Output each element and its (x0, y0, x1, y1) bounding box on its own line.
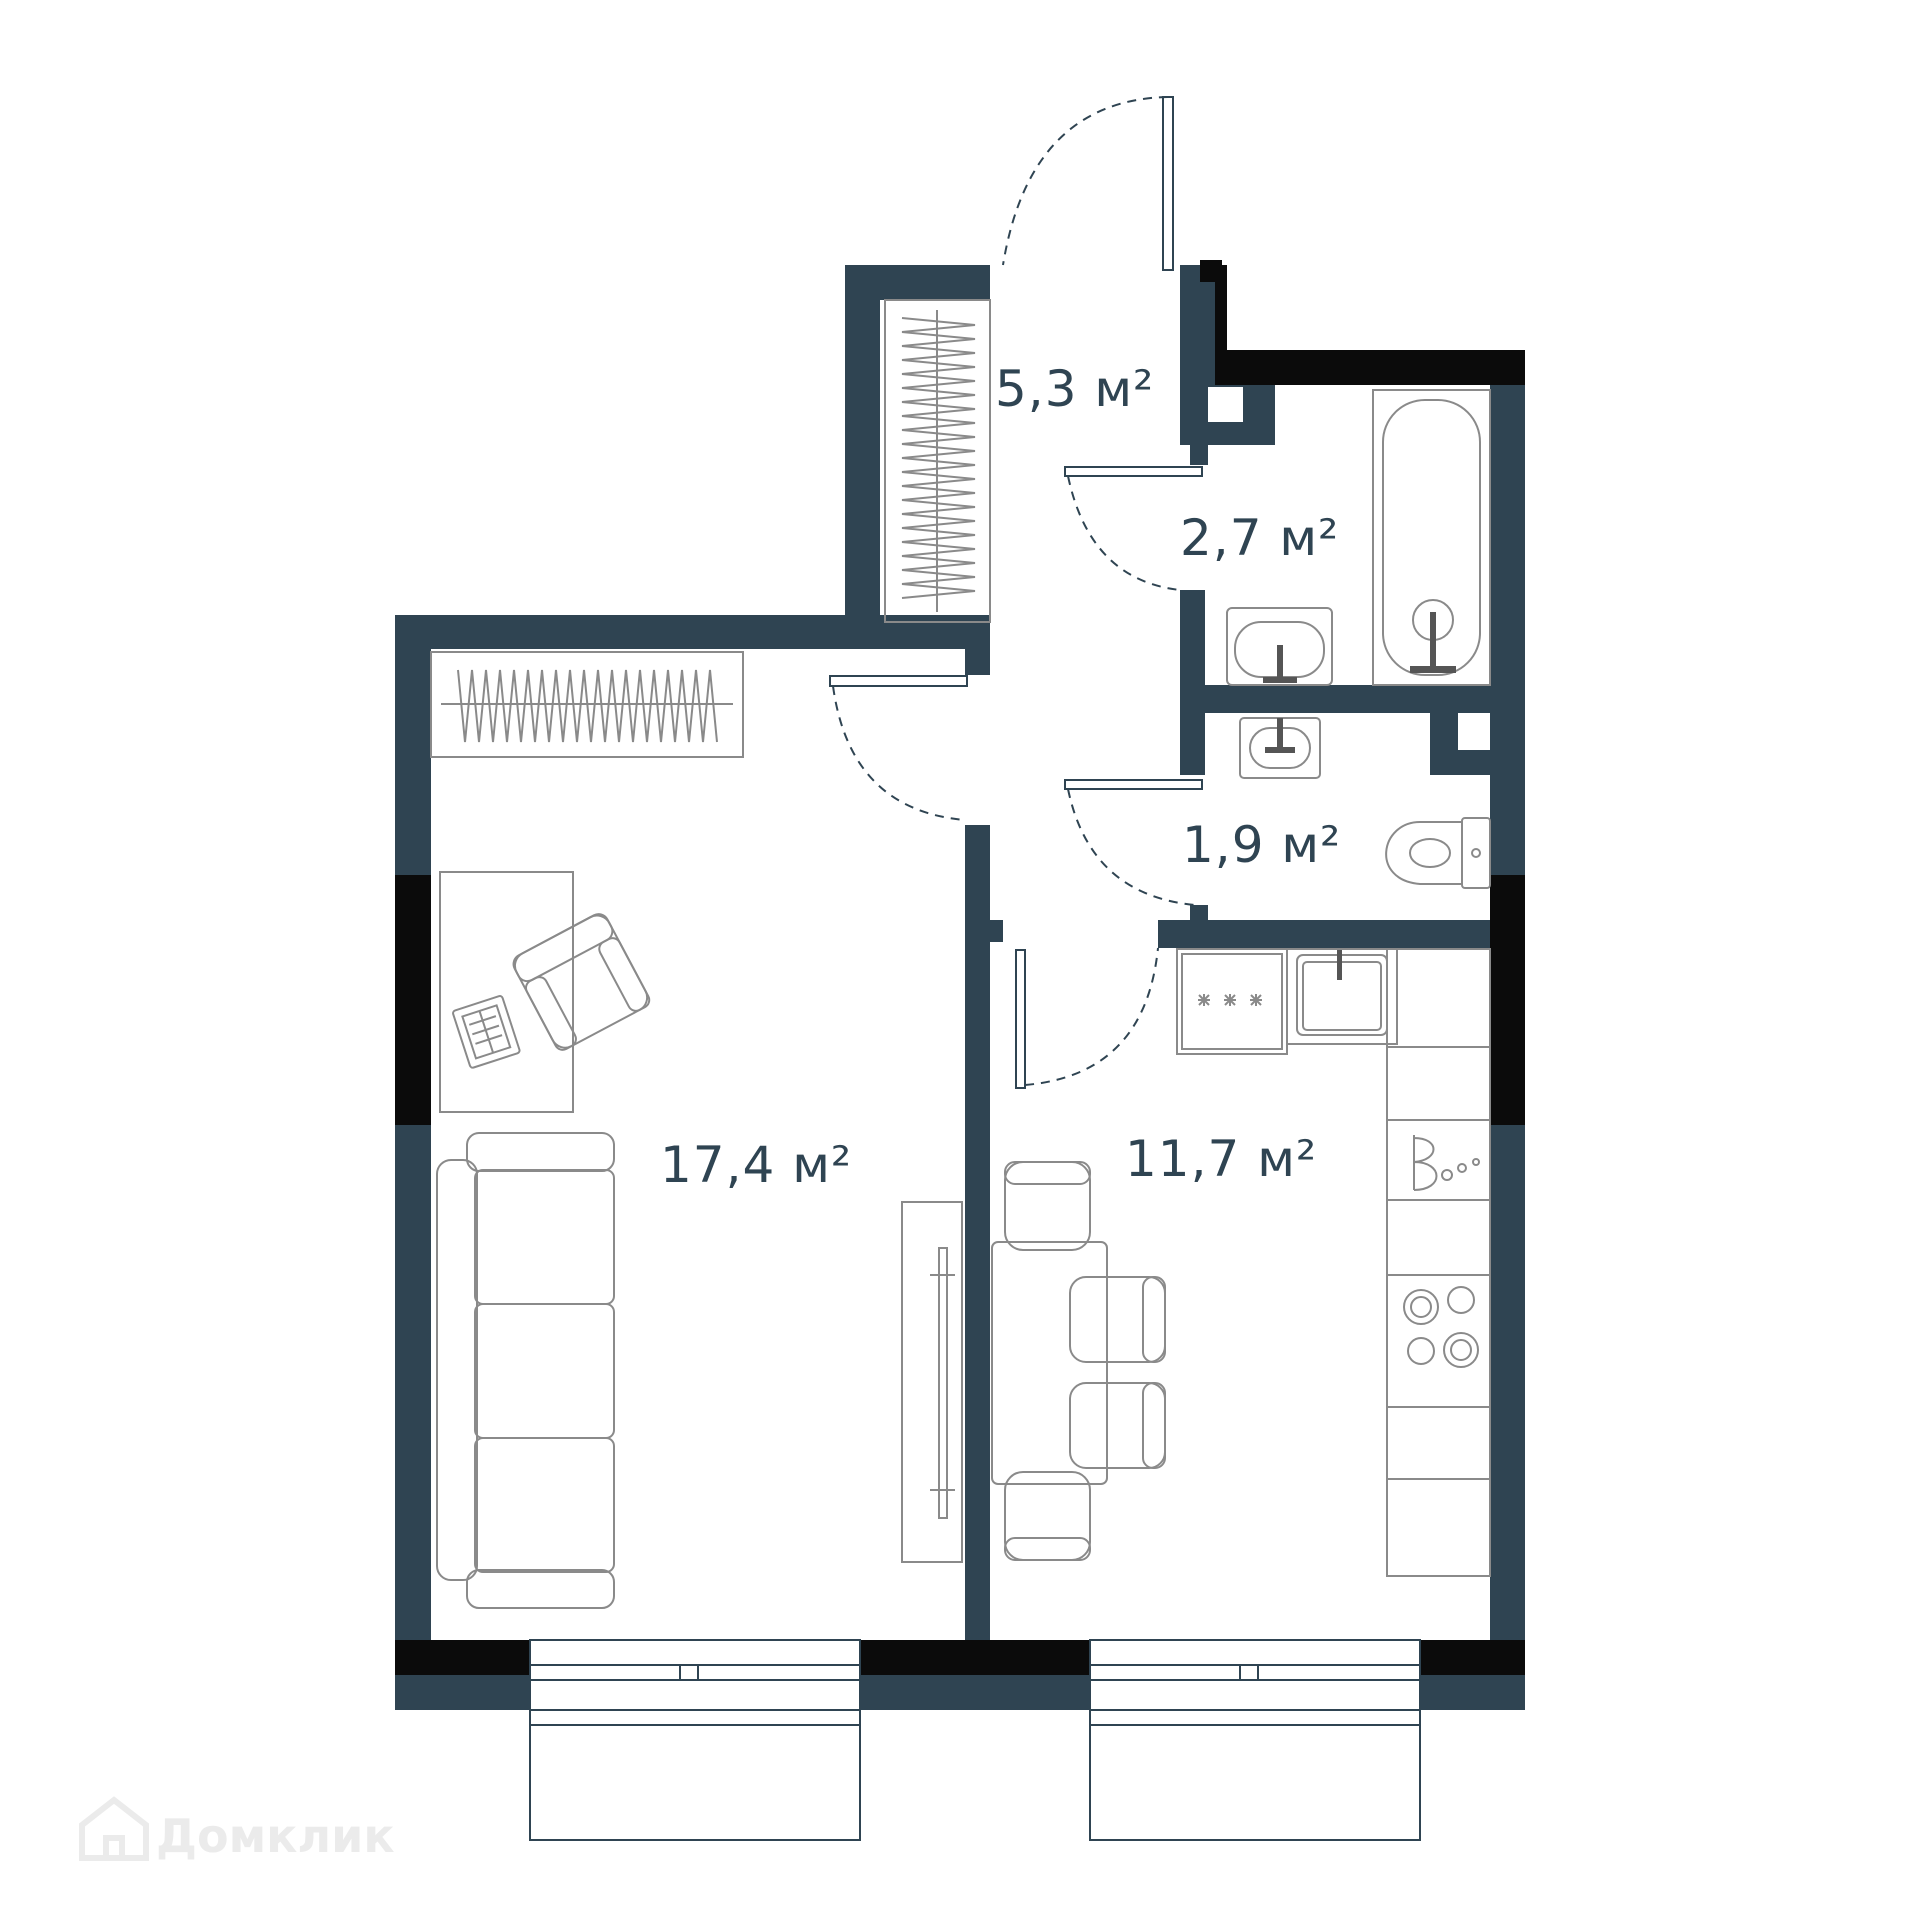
room-area-hall: 5,3 м² (995, 360, 1154, 418)
hall-wardrobe (884, 299, 991, 623)
bathtub (1372, 389, 1491, 686)
balcony-right (1089, 1639, 1421, 1841)
dining-chair-top (1004, 1161, 1091, 1251)
kitchen-counter (1176, 948, 1491, 1577)
kitchen-door (1015, 947, 1159, 1089)
room-area-kitchen: 11,7 м² (1125, 1130, 1317, 1188)
living-wardrobe (430, 651, 744, 758)
kettle-icon (1413, 1135, 1480, 1191)
toilet-bowl (1385, 817, 1491, 889)
bathroom-door (1064, 466, 1203, 591)
house-logo-icon (79, 1796, 149, 1861)
entrance-door (1002, 96, 1174, 271)
hob-icon (1403, 1286, 1479, 1368)
walls (395, 265, 1525, 1710)
dining-chair-bottom (1004, 1471, 1091, 1561)
balcony-left (529, 1639, 861, 1841)
office-chair (512, 913, 651, 1051)
dining-chair-right-1 (1069, 1276, 1166, 1363)
tv-cabinet (901, 1201, 963, 1563)
room-area-living: 17,4 м² (660, 1136, 852, 1194)
desk-with-laptop (439, 871, 574, 1113)
room-area-toilet: 1,9 м² (1182, 816, 1341, 874)
dishwasher-icon (1198, 994, 1262, 1006)
window-walls (395, 260, 1525, 1675)
toilet-sink (1239, 717, 1321, 779)
living-door (829, 675, 968, 821)
dining-chair-right-2 (1069, 1382, 1166, 1469)
toilet-door (1064, 779, 1203, 906)
bathroom-sink (1226, 607, 1333, 686)
sofa (436, 1132, 615, 1609)
watermark-text: Домклик (156, 1809, 395, 1863)
room-area-bathroom: 2,7 м² (1180, 509, 1339, 567)
watermark: Домклик (79, 1796, 395, 1863)
laptop-icon (452, 995, 521, 1069)
